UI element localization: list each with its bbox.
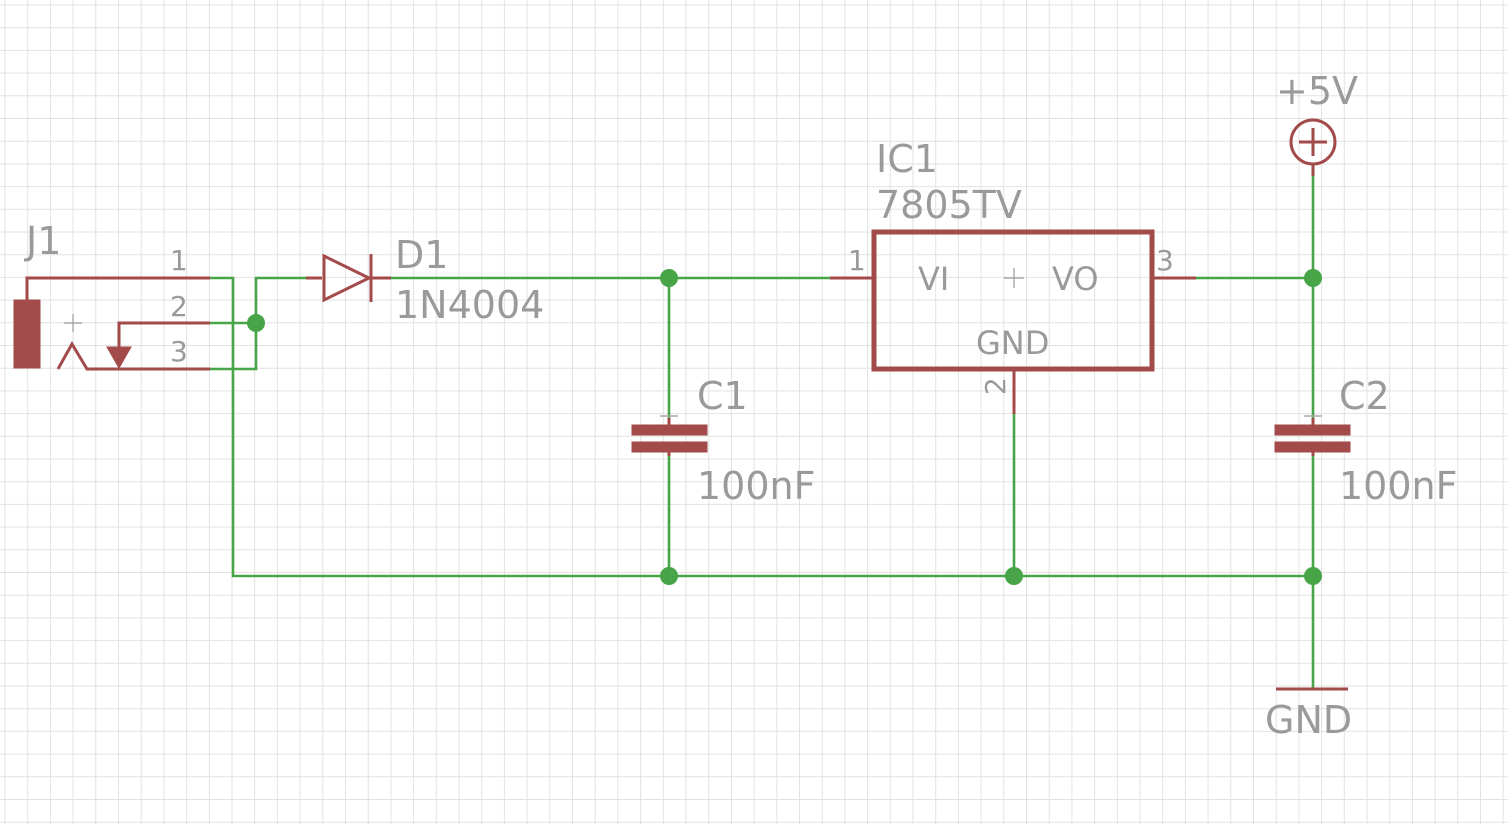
wires (208, 164, 1315, 690)
connector-pin-number: 3 (170, 335, 188, 368)
junction-dot (1304, 567, 1322, 585)
regulator-value: 7805TV (876, 183, 1022, 227)
capacitor-plate-icon (631, 424, 708, 436)
capacitor-c2[interactable]: C2 100nF (1274, 374, 1457, 508)
capacitor-name: C2 (1339, 374, 1390, 418)
supply-label: +5V (1276, 69, 1358, 113)
diode-value: 1N4004 (395, 283, 544, 327)
jack-switch-arrow-icon (106, 346, 132, 370)
regulator-ic1[interactable]: IC1 7805TV VI VO GND 1 3 2 (830, 137, 1196, 414)
ground-symbol[interactable]: GND (1265, 687, 1352, 742)
regulator-pin-number: 1 (848, 244, 866, 277)
diode-d1[interactable]: D1 1N4004 (306, 233, 544, 327)
connector-name: J1 (24, 219, 61, 263)
jack-body-icon (13, 299, 41, 369)
diode-name: D1 (395, 233, 448, 277)
capacitor-value: 100nF (697, 464, 815, 508)
diode-triangle-icon (322, 253, 373, 303)
regulator-name: IC1 (876, 137, 938, 181)
regulator-pin-number: 2 (979, 377, 1012, 395)
junction-dot (247, 314, 265, 332)
capacitor-name: C1 (697, 374, 748, 418)
junction-dot (660, 269, 678, 287)
ground-label: GND (1265, 698, 1352, 742)
capacitor-c1[interactable]: C1 100nF (631, 374, 815, 508)
net-j1-pin1[interactable] (208, 276, 1315, 578)
capacitor-value: 100nF (1339, 464, 1457, 508)
jack-pin3-wire (56, 341, 210, 371)
junction-dot (1005, 567, 1023, 585)
regulator-pin-number: 3 (1156, 244, 1174, 277)
regulator-pin-in-label: VI (918, 260, 949, 298)
junction-dot (1304, 269, 1322, 287)
connector-pin-number: 1 (170, 244, 188, 277)
regulator-pin-out-label: VO (1052, 260, 1099, 298)
regulator-pin-gnd-label: GND (976, 324, 1049, 362)
capacitor-plate-icon (1274, 424, 1351, 436)
connector-j1[interactable]: J1 1 2 3 (13, 219, 210, 371)
supply-5v[interactable]: +5V (1276, 69, 1358, 176)
junctions (247, 269, 1322, 585)
jack-pin1-wire (25, 276, 210, 300)
jack-pin2-wire (117, 321, 210, 348)
connector-pin-number: 2 (170, 290, 188, 323)
junction-dot (660, 567, 678, 585)
